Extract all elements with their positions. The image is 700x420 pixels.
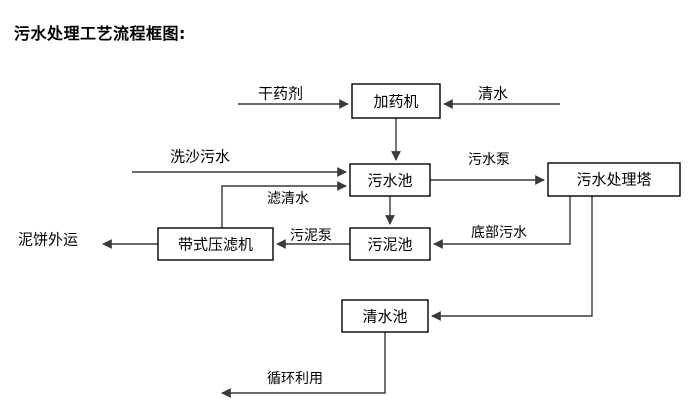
- node-sewage-treatment-tower[interactable]: 污水处理塔: [547, 162, 681, 197]
- node-clear-water-pool[interactable]: 清水池: [341, 299, 429, 333]
- page-title: 污水处理工艺流程框图:: [14, 24, 186, 43]
- node-belt-filter-press[interactable]: 带式压滤机: [157, 227, 274, 261]
- connector-clear-pool-to-recycle: [221, 332, 386, 398]
- node-sewage-pool[interactable]: 污水池: [349, 163, 431, 197]
- node-sewage-pool-label: 污水池: [367, 172, 412, 190]
- node-dosing-machine[interactable]: 加药机: [351, 83, 441, 119]
- terminal-label-mud-cake-transport: 泥饼外运: [18, 231, 78, 249]
- connector-filtered-water-to-sewage-pool: [221, 181, 347, 228]
- node-sludge-pool[interactable]: 污泥池: [349, 227, 431, 261]
- node-sludge-pool-label: 污泥池: [367, 236, 412, 254]
- edge-label-bottom-sewage: 底部污水: [471, 225, 527, 241]
- terminal-label-clean-water: 清水: [478, 85, 508, 103]
- edge-label-sludge-pump: 污泥泵: [290, 228, 332, 244]
- connector-bottom-sewage-to-sludge-pool: [433, 196, 571, 249]
- terminal-label-sand-washing-wastewater: 洗沙污水: [170, 148, 230, 166]
- edge-label-filtered-water: 滤清水: [267, 191, 309, 207]
- node-belt-filter-press-label: 带式压滤机: [178, 236, 253, 254]
- terminal-label-dry-chemical: 干药剂: [258, 85, 303, 103]
- node-dosing-machine-label: 加药机: [373, 93, 418, 111]
- edge-label-recycle-reuse: 循环利用: [267, 371, 323, 387]
- node-clear-water-pool-label: 清水池: [362, 308, 407, 326]
- edge-label-sewage-pump: 污水泵: [468, 152, 510, 168]
- connector-tower-to-clear-pool: [431, 196, 593, 321]
- node-sewage-treatment-tower-label: 污水处理塔: [576, 171, 651, 189]
